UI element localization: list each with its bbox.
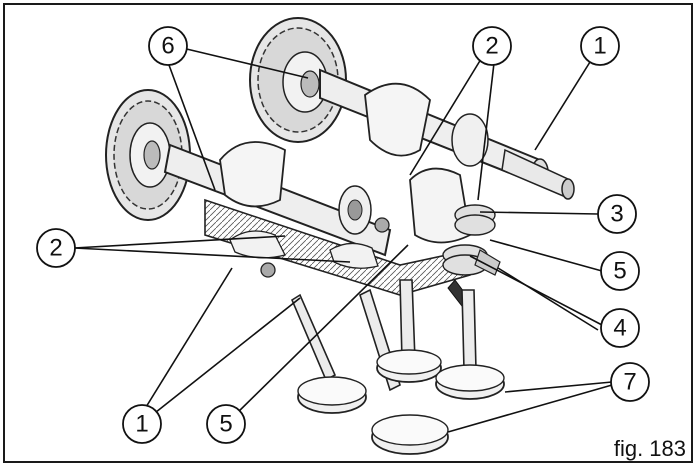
svg-text:2: 2 <box>485 33 498 60</box>
svg-text:5: 5 <box>219 411 232 438</box>
callouts: 1 2 6 2 3 5 4 <box>36 26 650 444</box>
svg-text:3: 3 <box>610 201 623 228</box>
lower-camshaft <box>163 141 392 257</box>
callout-4: 4 <box>600 308 640 348</box>
svg-text:6: 6 <box>161 33 174 60</box>
callout-7: 7 <box>610 362 650 402</box>
svg-text:1: 1 <box>135 411 148 438</box>
right-sprocket-gear <box>249 17 347 143</box>
figure-caption: fig. 183 <box>613 436 686 461</box>
callout-1-top-right: 1 <box>580 26 620 66</box>
bolts <box>260 217 390 278</box>
callout-6-top-left: 6 <box>148 26 188 66</box>
svg-text:1: 1 <box>593 33 606 60</box>
callout-3: 3 <box>597 194 637 234</box>
callout-2-top: 2 <box>472 26 512 66</box>
left-sprocket-gear <box>105 89 191 221</box>
svg-text:2: 2 <box>49 235 62 262</box>
leader-lines <box>73 45 613 433</box>
figure-frame <box>3 3 693 463</box>
callout-1-bottom-left: 1 <box>122 404 162 444</box>
valve-heads <box>297 349 505 455</box>
svg-text:7: 7 <box>623 369 636 396</box>
callout-5-right: 5 <box>600 251 640 291</box>
upper-camshaft <box>319 68 575 200</box>
callout-2-left: 2 <box>36 228 76 268</box>
svg-text:5: 5 <box>613 258 626 285</box>
svg-text:4: 4 <box>613 315 626 342</box>
callout-5-bottom: 5 <box>206 404 246 444</box>
